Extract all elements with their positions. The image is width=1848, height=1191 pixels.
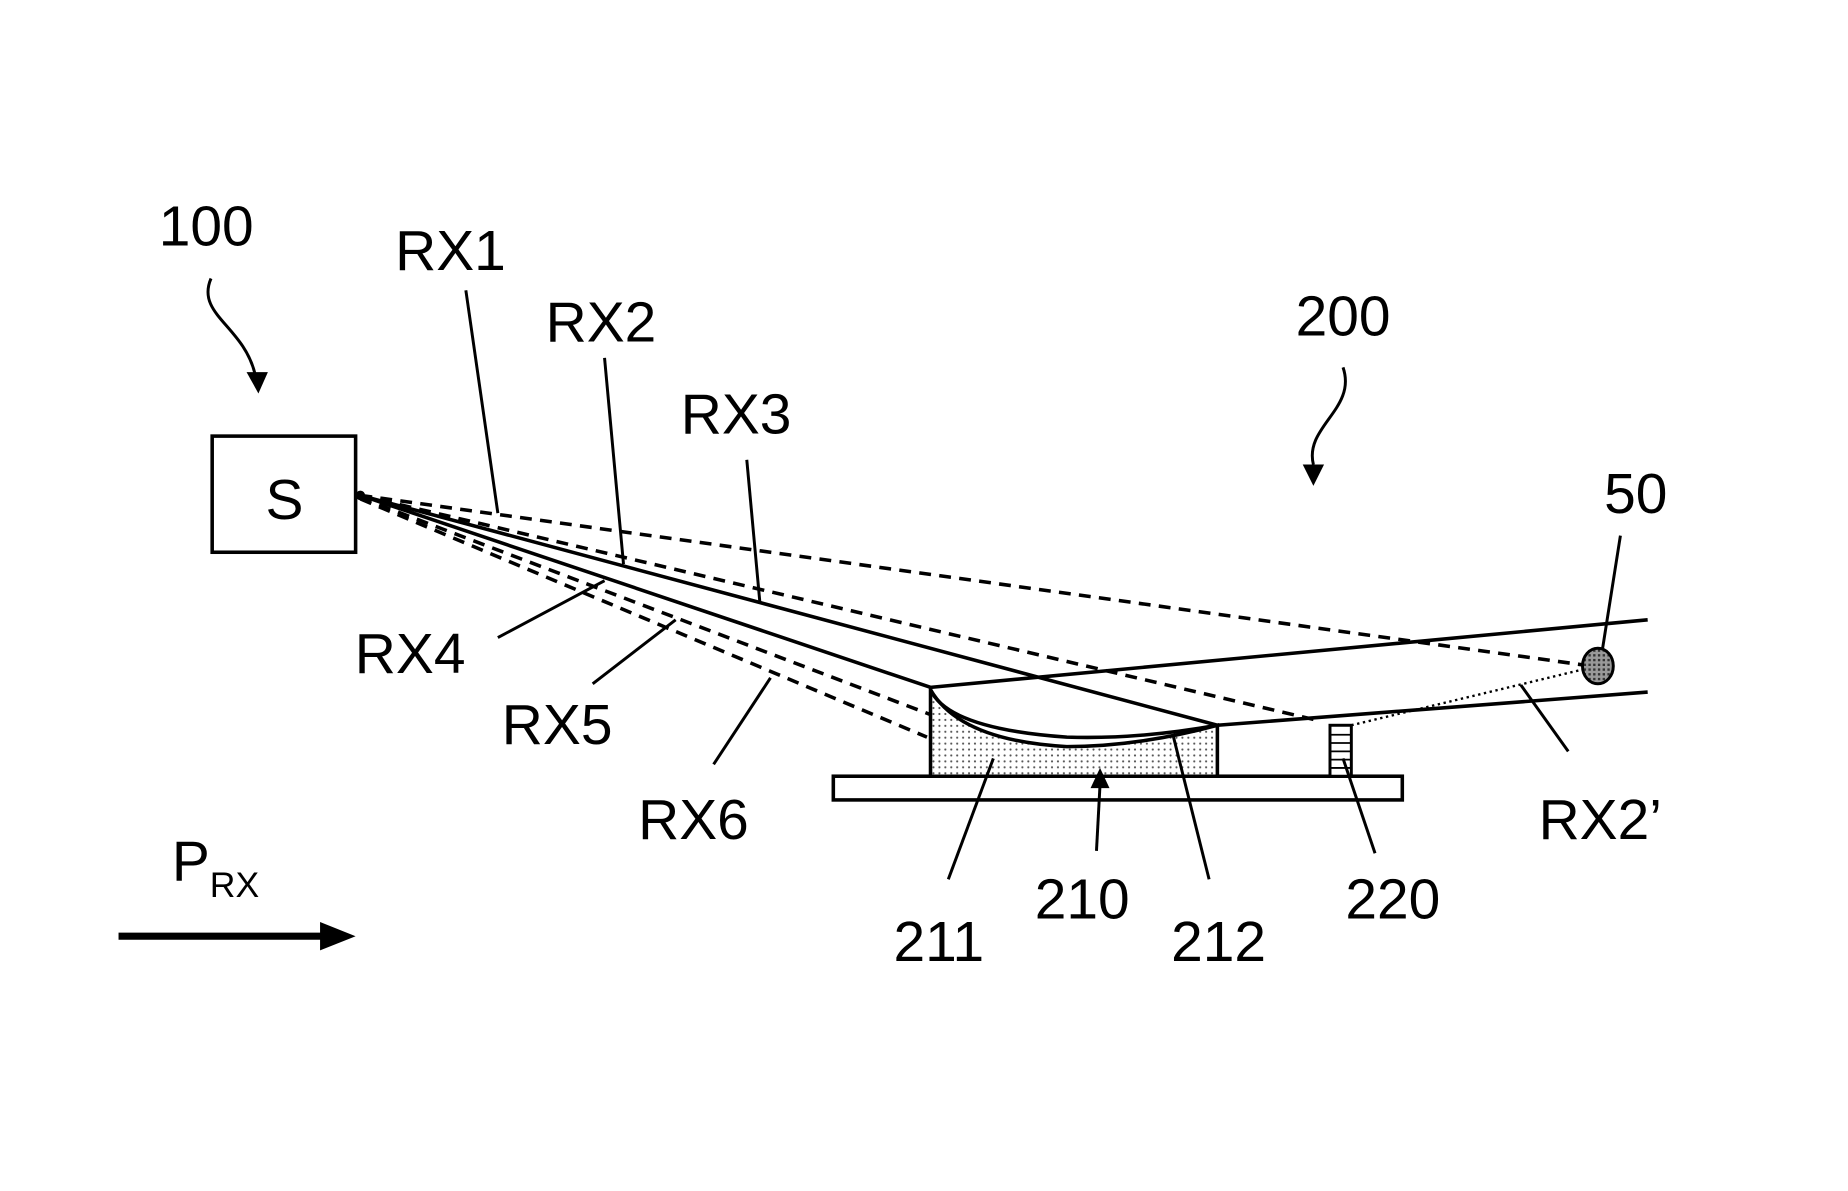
label-rx3: RX3 <box>681 383 792 447</box>
source-100: S 100 <box>159 194 366 555</box>
ray-rx2-prime <box>1351 668 1583 727</box>
label-mirror: 210 <box>1035 867 1130 931</box>
arrowhead-icon <box>246 372 268 394</box>
device-ref-arrow <box>1310 366 1347 465</box>
label-detector: 220 <box>1345 867 1440 931</box>
label-rx1: RX1 <box>395 219 506 283</box>
ray-rx2 <box>359 493 1218 727</box>
mirror-210 <box>831 687 1405 802</box>
reflected-ray-upper <box>930 618 1648 690</box>
ray-rx3 <box>359 493 1319 723</box>
ray-rx4 <box>359 493 932 690</box>
label-object: 50 <box>1604 462 1667 526</box>
source-box-label: S <box>266 468 304 532</box>
substrate <box>831 774 1405 802</box>
arrowhead-icon <box>1302 464 1325 486</box>
direction-label: PRX <box>172 830 259 906</box>
label-rx2-prime: RX2’ <box>1539 788 1662 852</box>
ray-rx5 <box>359 496 932 717</box>
direction-indicator: PRX <box>118 830 356 951</box>
source-ref-label: 100 <box>159 194 254 258</box>
label-rx4: RX4 <box>355 622 466 686</box>
label-rx6: RX6 <box>638 788 749 852</box>
device-ref-label: 200 <box>1296 284 1391 348</box>
arrowhead-icon <box>1090 767 1110 789</box>
detector-220 <box>1328 723 1353 778</box>
mirror-coating-212 <box>928 688 1218 740</box>
label-mirror-coating: 212 <box>1171 910 1266 974</box>
arrow-right-icon <box>320 921 356 951</box>
rays <box>359 493 1648 739</box>
source-ref-arrow <box>206 277 257 374</box>
object-50 <box>1580 646 1615 686</box>
label-rx2: RX2 <box>546 290 657 354</box>
label-rx5: RX5 <box>502 693 613 757</box>
label-mirror-body: 211 <box>893 910 984 974</box>
reflected-ray-lower <box>1217 690 1648 728</box>
ray-rx6 <box>359 497 928 739</box>
source-box <box>210 434 358 555</box>
ray-rx1 <box>360 493 1583 667</box>
